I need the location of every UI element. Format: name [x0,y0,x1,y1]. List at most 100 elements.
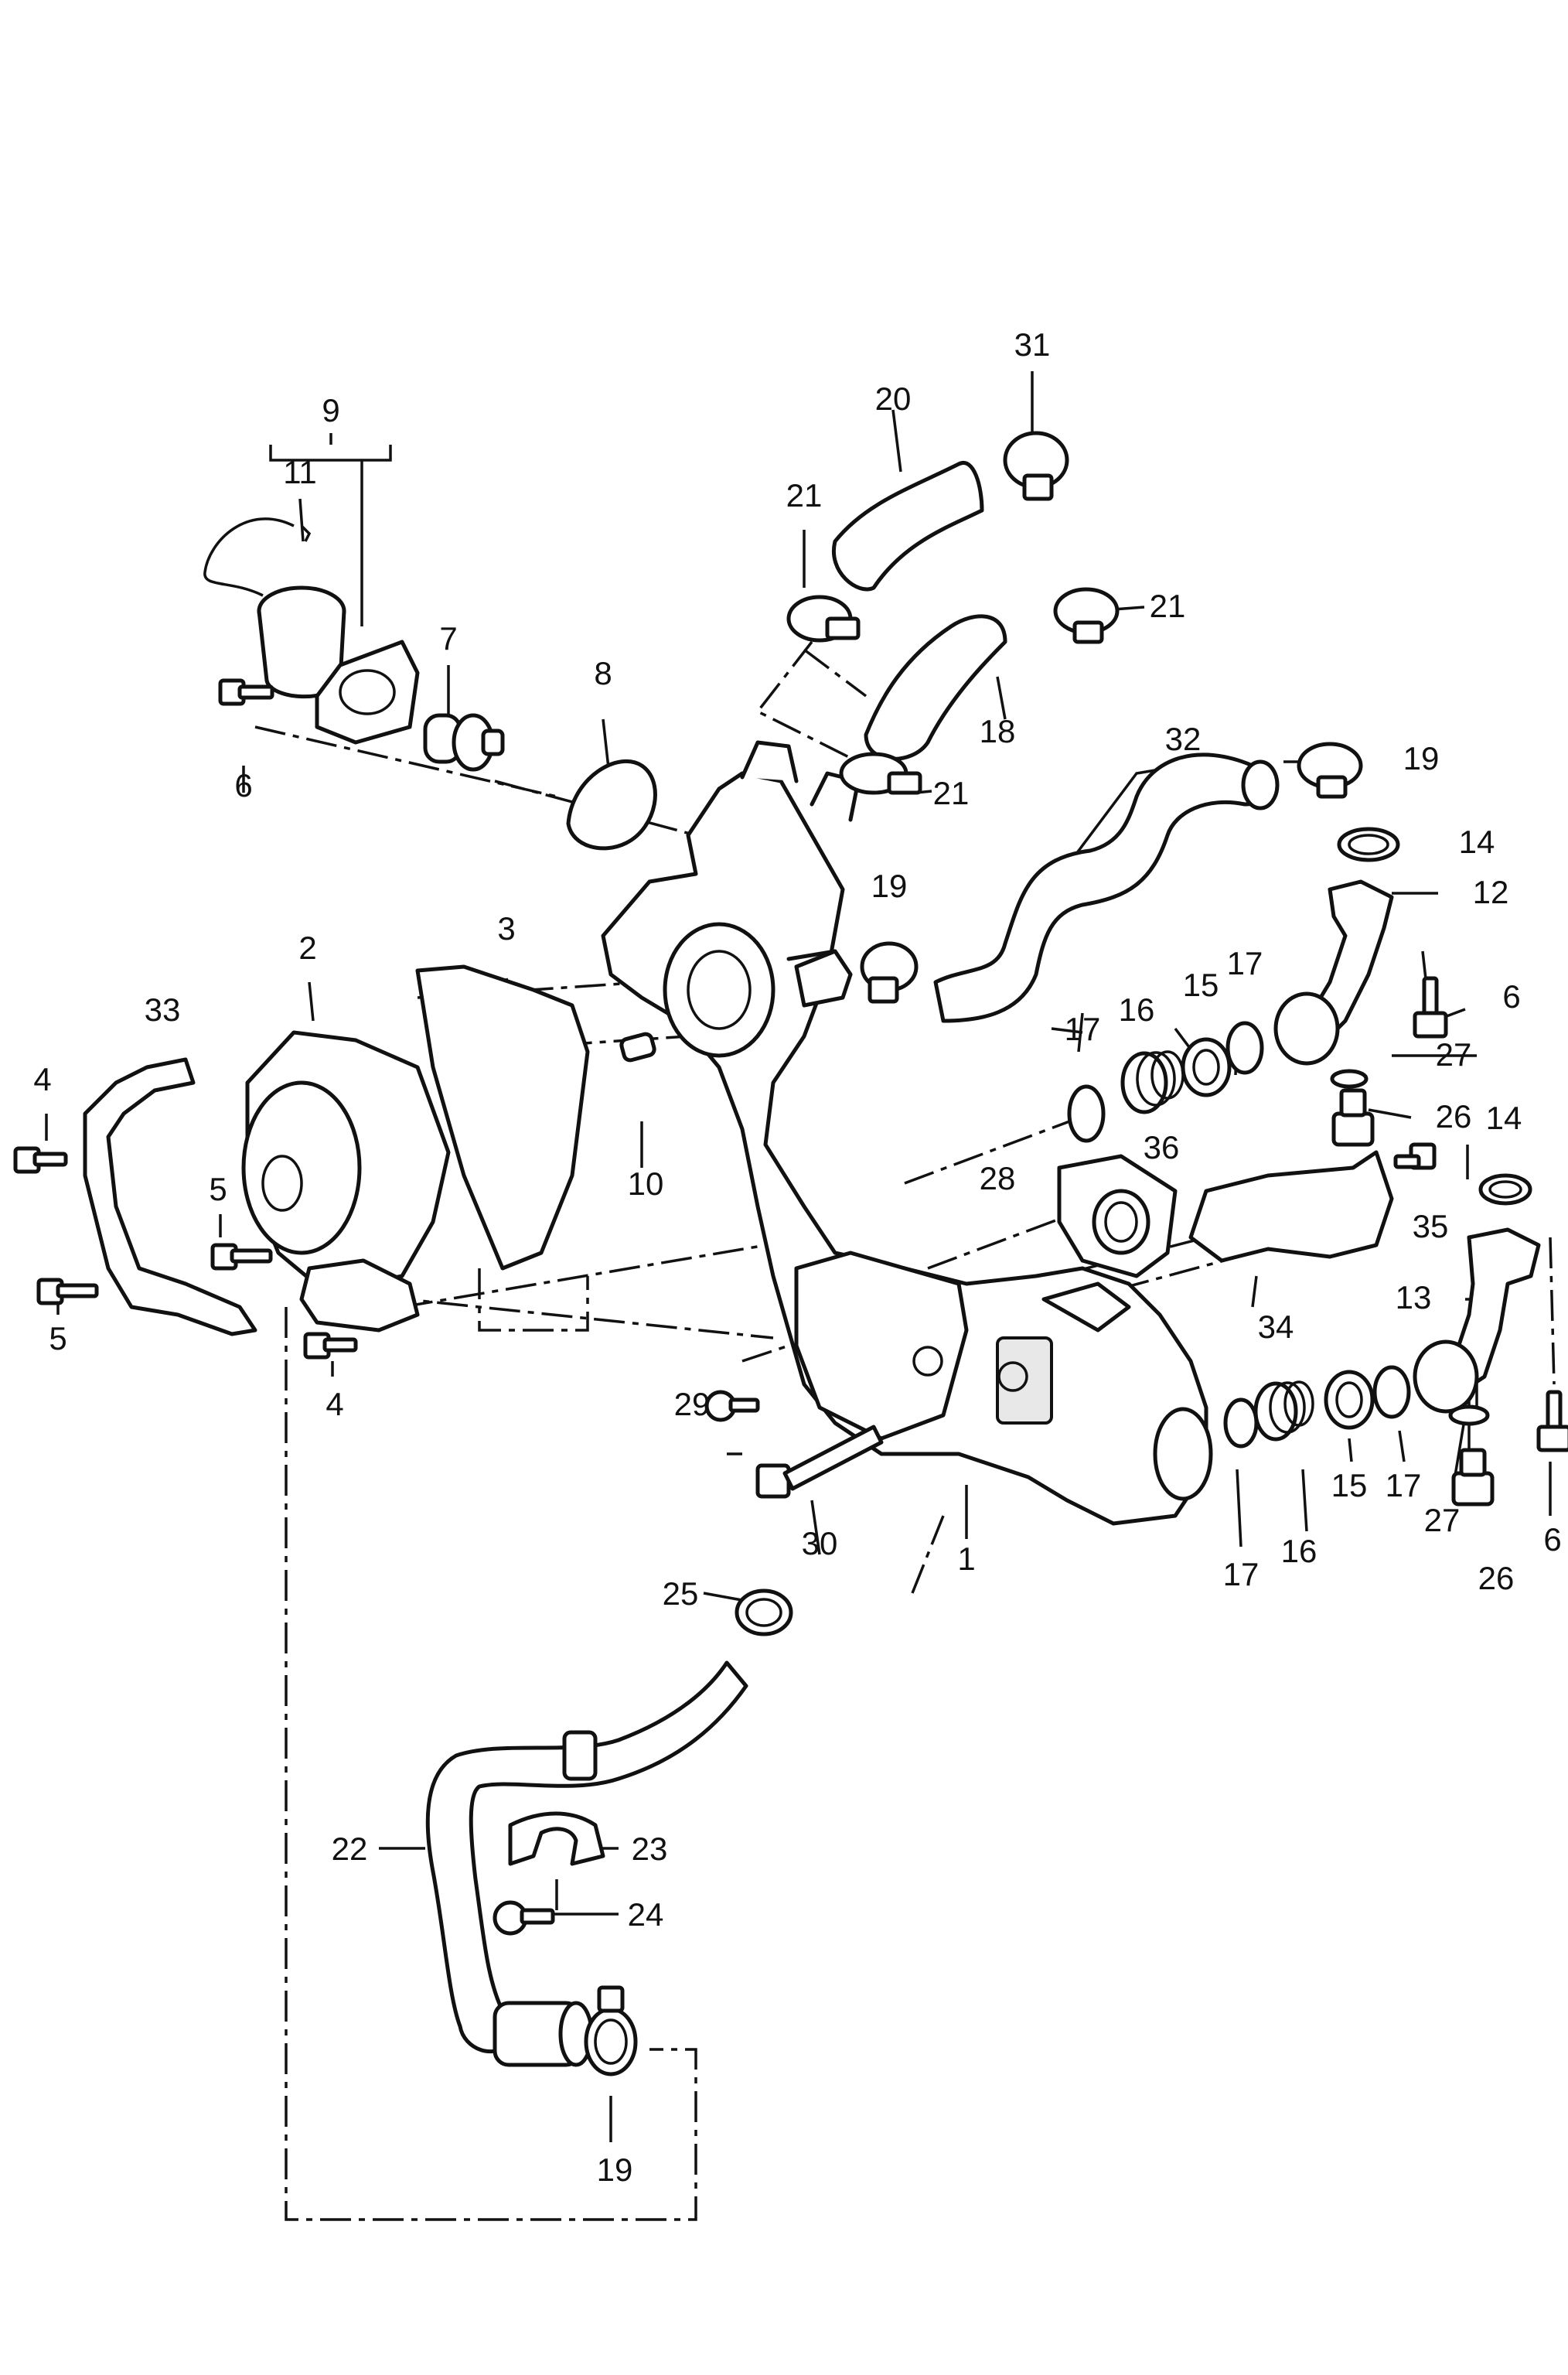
callout-17-upper-right: 17 [1227,945,1263,981]
pipe-13-socket [1413,1339,1479,1414]
seal-17-upper-left [1067,1084,1106,1143]
clamp-21-lower [839,752,922,795]
callout-21-lower: 21 [933,775,970,811]
callout-20: 20 [875,380,912,417]
callout-26-lower: 26 [1478,1560,1515,1596]
clamp-19-upper [1297,742,1363,799]
clip-wire [203,517,312,597]
clamp-19-mid [860,941,919,1004]
dowel-pin [619,1032,656,1063]
callout-24: 24 [628,1896,664,1933]
thermostat [423,713,505,772]
clamp-31 [1003,431,1069,501]
callout-18: 18 [980,713,1016,749]
bolt-30 [755,1425,884,1499]
callout-1: 1 [957,1541,975,1577]
callout-9: 9 [322,392,339,428]
callout-17-lower-right: 17 [1386,1467,1422,1503]
callout-11: 11 [283,454,317,490]
callout-33: 33 [145,991,181,1028]
callout-6-left: 6 [234,767,252,804]
callout-15-lower: 15 [1331,1467,1368,1503]
callout-15-upper: 15 [1183,967,1219,1003]
hose-22 [425,1660,748,2054]
callout-19-lower: 19 [597,2151,633,2188]
callout-17-upper-left: 17 [1065,1011,1101,1047]
pipe-12-socket [1273,991,1340,1066]
hose-22-band [562,1730,598,1781]
callout-16-lower: 16 [1281,1533,1317,1569]
screw-24 [493,1900,555,1936]
seal-ring-14-lower [1478,1173,1532,1206]
seal-17-lower-left [1223,1397,1259,1449]
callout-21-top: 21 [786,477,823,514]
seal-17-lower-right [1372,1365,1411,1419]
seal-17-upper-right [1225,1021,1264,1075]
housing-outlet-pipe [794,949,853,1008]
hose-32-end [1241,759,1280,810]
callout-3: 3 [497,910,515,947]
callout-12: 12 [1473,874,1509,910]
clamp-21-upper-left [786,595,861,643]
seal-ring-14-upper [1337,827,1400,862]
screw-29 [704,1390,760,1422]
callout-6-right-upper: 6 [1502,978,1520,1015]
callout-2: 2 [298,930,316,966]
clamp-21-right [1053,587,1120,644]
callout-17-lower-left: 17 [1223,1556,1260,1592]
bolt-6-upper [218,678,274,706]
callout-31: 31 [1014,326,1051,363]
callout-29: 29 [674,1386,711,1422]
water-pump-gasket [415,964,590,1271]
callout-19-upper: 19 [1403,740,1440,776]
callout-4-mid: 4 [326,1386,343,1422]
hose-22-end [493,2001,594,2067]
heat-shield [83,1057,257,1336]
coolant-pipe-13 [1451,1227,1541,1394]
callout-27-lower: 27 [1424,1502,1461,1538]
callout-21-right: 21 [1150,588,1186,624]
callout-labels: 9 11 7 8 6 2 3 33 4 10 5 5 4 31 20 21 21… [33,326,1561,2188]
bracket-34 [1188,1150,1394,1263]
seal-15-upper [1181,1037,1232,1097]
callout-5-mid: 5 [209,1171,227,1207]
callout-35: 35 [1413,1208,1449,1244]
callout-8: 8 [594,655,612,691]
bolt-4-left [13,1146,68,1174]
callout-7: 7 [439,620,457,657]
callout-10: 10 [628,1165,664,1202]
hose-20 [831,460,984,592]
coolant-housing [601,740,1213,1526]
washer-27-lower [1448,1404,1490,1426]
callout-4-left: 4 [33,1061,51,1097]
bolt-5-left [36,1278,99,1305]
seal-36 [1092,1189,1150,1255]
clip-23 [508,1811,605,1866]
callout-13: 13 [1396,1279,1432,1315]
callout-34: 34 [1258,1309,1294,1345]
callout-14-lower: 14 [1486,1100,1522,1136]
clamp-19-lower [584,1985,638,2076]
plug-26-lower [1451,1448,1495,1507]
callout-22: 22 [332,1831,368,1867]
callout-30: 30 [802,1525,838,1561]
washer-27-upper [1330,1069,1369,1089]
callout-16-upper: 16 [1119,991,1155,1028]
plug-26-upper [1331,1088,1375,1147]
callout-36: 36 [1144,1129,1180,1165]
callout-5-left: 5 [49,1320,66,1356]
bolt-35 [1393,1142,1437,1170]
gasket-ring [566,759,657,851]
thermostat-housing [257,585,420,745]
bushing-16-lower [1253,1380,1314,1442]
bolt-4-mid [303,1332,358,1360]
callout-26-upper: 26 [1436,1098,1472,1135]
callout-27-upper: 27 [1436,1036,1472,1073]
bolt-6-right-lower [1536,1390,1568,1452]
bolt-5-mid [210,1243,273,1271]
seal-15-lower [1324,1370,1375,1430]
callout-32: 32 [1165,721,1202,757]
callout-14-upper: 14 [1459,824,1495,860]
water-pump [241,1030,451,1333]
